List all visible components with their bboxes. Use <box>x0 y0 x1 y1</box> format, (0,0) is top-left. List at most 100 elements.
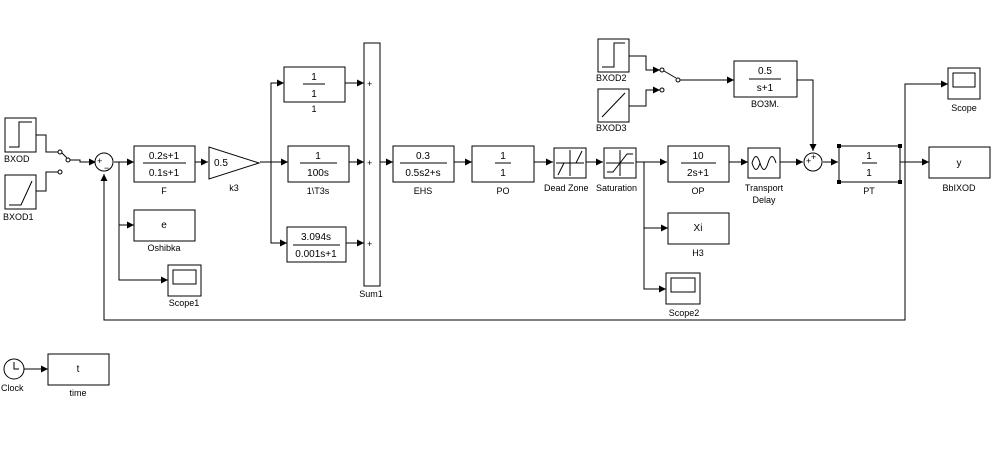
block-scope2[interactable]: Scope2 <box>665 272 701 318</box>
td-numerator: 3.094s <box>301 232 331 243</box>
sum-minus-sign: − <box>104 163 109 173</box>
step-icon <box>602 42 625 68</box>
selection-handle[interactable] <box>898 144 902 148</box>
scope2-label: Scope2 <box>669 308 700 318</box>
sum1-plus-1: + <box>367 79 372 89</box>
output-value: y <box>957 158 962 169</box>
block-ehs[interactable]: 0.3 0.5s2+s EHS <box>392 145 455 196</box>
dead-zone-label: Dead Zone <box>544 183 589 193</box>
wire-bxod-switch <box>36 134 58 153</box>
wire-pt-scope <box>904 80 948 162</box>
block-kp[interactable]: 1 1 1 <box>283 66 346 114</box>
delay-wave-icon <box>751 156 777 170</box>
po-label: PO <box>496 186 509 196</box>
block-scope1[interactable]: Scope1 <box>167 264 202 308</box>
bxod3-label: BXOD3 <box>596 123 627 133</box>
sum1-label: Sum1 <box>359 289 383 299</box>
block-bxod3[interactable]: BXOD3 <box>596 88 630 133</box>
ehs-denominator: 0.5s2+s <box>405 168 440 179</box>
clock-icon <box>13 362 19 370</box>
h3-label: H3 <box>692 248 704 258</box>
block-op[interactable]: 10 2s+1 OP <box>667 145 730 196</box>
po-numerator: 1 <box>500 151 506 162</box>
wire-oshibka <box>118 162 134 229</box>
oshibka-value: e <box>161 220 167 231</box>
block-transport-delay[interactable]: Transport Delay <box>745 147 784 205</box>
k3-label: k3 <box>229 183 239 193</box>
wire-k3-td <box>270 162 287 247</box>
saturation-label: Saturation <box>596 183 637 193</box>
scope-icon <box>952 72 976 88</box>
f-label: F <box>161 186 167 196</box>
ramp-icon <box>601 92 626 118</box>
block-derivative[interactable]: 3.094s 0.001s+1 <box>286 226 347 263</box>
wire-bxod2-switch <box>629 55 660 74</box>
f-numerator: 0.2s+1 <box>149 151 180 162</box>
op-denominator: 2s+1 <box>687 168 709 179</box>
delay-wave-icon-2 <box>751 162 761 170</box>
wire-h3 <box>643 162 668 232</box>
block-bxod[interactable]: BXOD <box>4 117 37 164</box>
block-bxod2[interactable]: BXOD2 <box>596 38 630 83</box>
block-time[interactable]: t time <box>47 353 110 398</box>
bxod2-label: BXOD2 <box>596 73 627 83</box>
manual-switch-2[interactable] <box>659 67 681 93</box>
kp-numerator: 1 <box>311 72 317 83</box>
saturation-icon <box>607 153 633 173</box>
block-scope[interactable]: Scope <box>947 67 981 113</box>
selection-handle[interactable] <box>837 144 841 148</box>
wire-bxod1-switch <box>36 171 58 192</box>
sum2-plus-left: + <box>806 156 811 166</box>
manual-switch-1[interactable] <box>57 149 71 175</box>
f-denominator: 0.1s+1 <box>149 168 180 179</box>
block-f[interactable]: 0.2s+1 0.1s+1 F <box>133 145 196 196</box>
output-label: BbIXOD <box>942 183 976 193</box>
block-bo3m[interactable]: 0.5 s+1 BO3M. <box>733 60 798 109</box>
ehs-numerator: 0.3 <box>416 151 430 162</box>
wire-scope2 <box>643 228 666 293</box>
ti-denominator: 100s <box>307 168 329 179</box>
time-label: time <box>69 388 86 398</box>
block-sum-error[interactable]: + − <box>94 152 114 173</box>
sum-plus-sign: + <box>97 156 102 166</box>
sum2-plus-top: + <box>811 152 816 162</box>
clock-label: Clock <box>1 383 24 393</box>
block-oshibka[interactable]: e Oshibka <box>133 209 196 253</box>
scope-label: Scope <box>951 103 977 113</box>
block-po[interactable]: 1 1 PO <box>471 145 535 196</box>
block-integrator[interactable]: 1 100s 1\T3s <box>287 145 350 196</box>
block-bxod1[interactable]: BXOD1 <box>3 174 37 222</box>
ti-label: 1\T3s <box>307 186 330 196</box>
time-value: t <box>77 364 80 375</box>
block-h3[interactable]: Xi H3 <box>667 212 730 258</box>
wire-bxod3-switch <box>629 86 660 107</box>
block-saturation[interactable]: Saturation <box>596 147 637 193</box>
selection-handle[interactable] <box>837 180 841 184</box>
selection-handle[interactable] <box>898 180 902 184</box>
block-output[interactable]: y BbIXOD <box>928 146 991 193</box>
bxod-label: BXOD <box>4 154 30 164</box>
ramp-icon <box>9 180 33 206</box>
kp-denominator: 1 <box>311 89 317 100</box>
block-k3[interactable]: 0.5 k3 <box>208 146 261 193</box>
scope1-label: Scope1 <box>169 298 200 308</box>
wire-switch-sum <box>68 158 96 166</box>
block-dead-zone[interactable]: Dead Zone <box>544 147 589 193</box>
block-clock[interactable]: Clock <box>1 358 25 393</box>
bo3m-denominator: s+1 <box>757 83 774 94</box>
scope-icon <box>172 269 197 285</box>
td-denominator: 0.001s+1 <box>295 249 337 260</box>
sum1-plus-2: + <box>367 158 372 168</box>
po-denominator: 1 <box>500 168 506 179</box>
block-pt[interactable]: 1 1 PT <box>837 144 902 196</box>
scope-icon <box>670 277 696 293</box>
wire-feedback <box>100 162 906 321</box>
block-sum1[interactable]: + + + Sum1 <box>359 42 383 299</box>
step-icon <box>9 121 32 148</box>
block-sum-disturbance[interactable]: + + <box>803 152 823 172</box>
h3-value: Xi <box>694 223 703 234</box>
bo3m-label: BO3M. <box>751 99 779 109</box>
pt-label: PT <box>863 186 875 196</box>
